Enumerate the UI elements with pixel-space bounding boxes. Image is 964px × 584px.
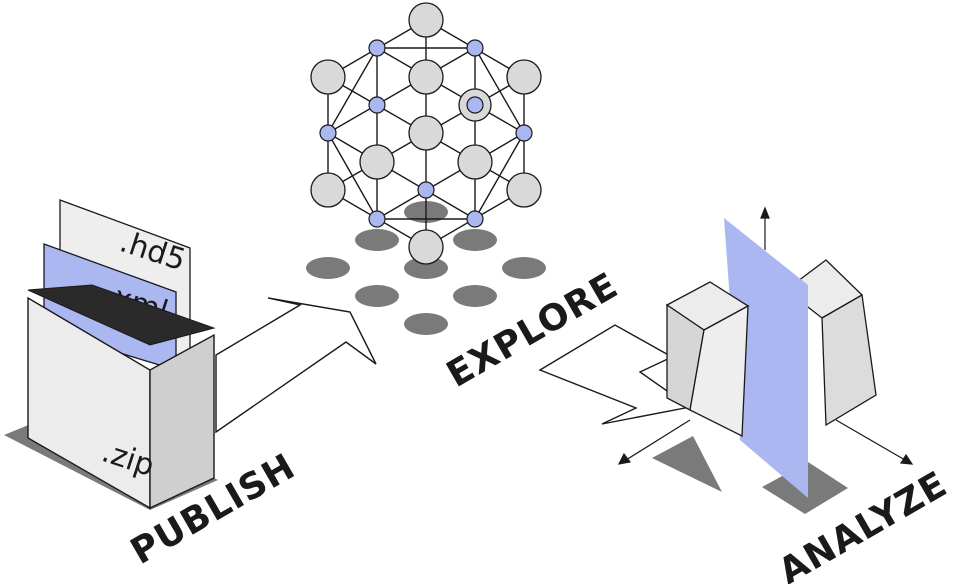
analyze-axes (617, 206, 914, 465)
lattice-small-atoms (319, 39, 533, 228)
lattice-shadows (306, 201, 546, 335)
right-block-front (821, 293, 877, 427)
explore-to-analyze-arrow (538, 324, 692, 425)
analyze-sliced-volume (617, 206, 914, 514)
explore-lattice (306, 2, 546, 335)
publish-file-box: .hd5 .xml .zip (4, 199, 218, 510)
file-box-side (149, 333, 215, 510)
slicing-plane (724, 218, 808, 498)
file-box-rim (27, 284, 216, 346)
publish-to-explore-arrow (215, 297, 377, 434)
analyze-shadow-left (652, 436, 722, 492)
lattice-large-atoms (310, 2, 542, 265)
left-block-side (689, 304, 749, 438)
